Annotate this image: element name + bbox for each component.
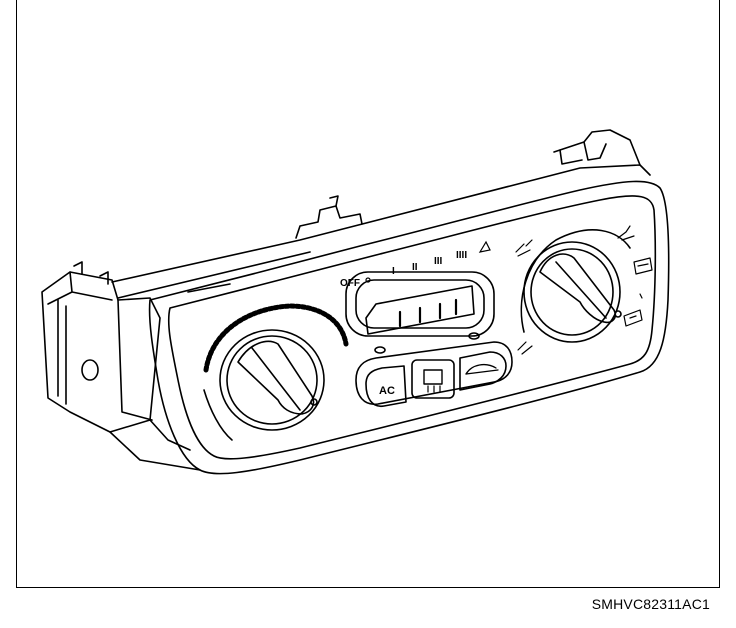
housing-top — [111, 129, 651, 299]
fan-speed-2-label: II — [412, 262, 418, 273]
fan-speed-1-label: I — [392, 266, 395, 277]
temperature-knob[interactable] — [203, 303, 349, 441]
floor-defrost-icon — [633, 257, 653, 275]
ac-button-label: AC — [379, 385, 395, 397]
fan-speed-3-label: III — [434, 256, 443, 267]
vent-mode-icons — [515, 225, 653, 355]
fan-off-label: OFF — [340, 278, 360, 289]
mode-knob[interactable] — [520, 229, 631, 343]
indicator-lamp — [374, 346, 386, 354]
defrost-icon — [623, 309, 643, 327]
ac-button[interactable] — [365, 365, 407, 408]
floor-vent-icon — [517, 341, 533, 355]
face-vent-icon — [515, 239, 533, 257]
scale-mark — [639, 293, 643, 299]
fan-speed-4-label: IIII — [456, 250, 467, 261]
housing-bottom — [109, 419, 201, 471]
figure-frame — [16, 0, 720, 588]
recirculation-button[interactable] — [459, 351, 507, 391]
fan-speed-slider[interactable] — [345, 271, 495, 337]
figure-reference-code: SMHVC82311AC1 — [591, 596, 710, 612]
button-bar — [355, 341, 513, 405]
bilevel-vent-icon — [617, 225, 635, 241]
left-mounting-bracket — [41, 261, 161, 433]
rear-defrost-button[interactable] — [411, 359, 455, 399]
fan-icon — [478, 240, 491, 253]
indicator-lamp — [468, 332, 480, 340]
front-face-plate — [148, 180, 670, 475]
